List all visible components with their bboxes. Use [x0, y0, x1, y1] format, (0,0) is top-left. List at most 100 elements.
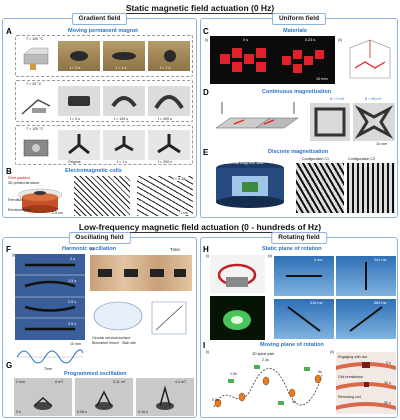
a-row1-setup-image [18, 42, 54, 74]
top-banner: Static magnetic field actuation (0 Hz) [0, 2, 400, 14]
panel-f-title: Harmonic oscillation [62, 246, 117, 252]
a-row3-time1: Original [68, 160, 81, 164]
i-spiral-label: 3D spiral path [252, 352, 275, 356]
b-time: t = 0.18 [173, 177, 186, 181]
i-panel-ii: (ii) [330, 350, 334, 354]
f-xaxis: Time [44, 367, 52, 371]
panel-d-title: Continuous magnetization [262, 89, 332, 95]
f-hand-photos [90, 255, 192, 291]
panel-label-c: C [203, 27, 209, 36]
a-row1-time1: t = 0 s [70, 66, 81, 70]
a-row1-frame1 [58, 41, 100, 71]
h-frame-0 [274, 256, 334, 296]
h-time-3: 583 ms [374, 301, 387, 305]
panel-g-title: Programmed oscillation [64, 371, 127, 377]
a-row2-frame3 [148, 86, 190, 116]
oscillating-field-title: Oscillating field [68, 232, 131, 244]
panel-i-title: Moving plane of rotation [260, 342, 324, 348]
e-device-diagram [210, 158, 290, 214]
panel-label-a: A [6, 27, 12, 36]
g-frame-1 [75, 378, 133, 416]
mid-banner-text: Low-frequency magnetic field actuation (… [78, 222, 322, 233]
panel-c-title: Materials [283, 28, 307, 34]
e-cfg2: Configuration C2 [348, 157, 375, 161]
d-schematic [210, 98, 305, 142]
i-right-time-2: 50 s [384, 401, 391, 405]
i-time-1: 1.5s [230, 372, 237, 376]
c-time-0: 0 s [243, 38, 249, 42]
panel-a-title: Moving permanent magnet [68, 28, 138, 34]
i-clot-photos [336, 352, 396, 414]
b-scale: 2.5 cm [52, 211, 63, 215]
f-time-1: 1.5 s [68, 279, 77, 283]
f-panel-ii: (ii) [90, 247, 94, 251]
panel-label-g: G [6, 361, 13, 370]
h-panel-i: (i) [206, 254, 210, 258]
e-device-label: External magnetic field [225, 161, 264, 165]
a-row2-time1: t = 0 s [70, 117, 80, 121]
a-row2-frame2 [103, 86, 145, 116]
panel-a-row2 [15, 80, 193, 122]
f-frames-image [15, 254, 85, 340]
panel-a-row1 [15, 35, 193, 77]
c-schematic [345, 38, 395, 86]
c-panel-ii: (ii) [338, 38, 342, 42]
i-time-4: 5s [318, 370, 322, 374]
i-right-time-1: 30 s [384, 381, 391, 385]
f-time-3: 3.5 s [68, 322, 77, 326]
i-right-time-0: 0 s [386, 361, 391, 365]
b-electromagnet-diagram [12, 175, 70, 215]
i-time-2: 2.3s [262, 358, 269, 362]
a-row3-frame1 [58, 130, 100, 160]
e-config2-image [347, 163, 395, 213]
h-time-1: 241 ms [374, 258, 387, 262]
a-row1-time2: t = 1 s [116, 66, 127, 70]
h-time-2: 416 ms [310, 301, 323, 305]
f-label-lesion: Biomarker lesion [92, 341, 119, 345]
b-lattice-before [74, 176, 130, 216]
a-row1-time3: t = 7 s [160, 66, 171, 70]
i-spiral-path [208, 357, 328, 415]
g-time-1: 0.08 s [77, 410, 87, 414]
f-cervical-diagram [90, 294, 192, 340]
a-row3-time3: t = 200 s [158, 160, 172, 164]
a-row1-frame2 [103, 41, 145, 71]
mid-banner: Low-frequency magnetic field actuation (… [0, 221, 400, 233]
a-row2-temp: T = 30 °C [26, 82, 42, 86]
d-photo-0mT [310, 103, 350, 141]
d-scale: 10 mm [376, 142, 387, 146]
f-label-stab: Stab site [122, 341, 136, 345]
h-glow-photo [210, 296, 265, 340]
g-scale: 2 mm [16, 380, 25, 384]
i-time-3: 3s [292, 400, 296, 404]
d-b1: B = 0 mT [330, 97, 345, 101]
f-label-cervical: Circular cervical surface [92, 336, 131, 340]
panel-label-d: D [203, 88, 209, 97]
g-field-0: 8 mT [55, 380, 64, 384]
panel-label-f: F [6, 245, 11, 254]
panel-e-title: Discrete magnetization [268, 149, 329, 155]
b-lattice-after [137, 176, 193, 216]
d-photo-65mT [353, 103, 395, 141]
a-row3-frame3 [148, 130, 190, 160]
g-time-2: 0.16 s [138, 410, 148, 414]
i-panel-i: (i) [206, 350, 210, 354]
a-row2-time2: t = 120 s [114, 117, 128, 121]
a-row3-time2: t = 1 s [117, 160, 127, 164]
panel-label-e: E [203, 148, 209, 157]
b-scale2: 1 cm [180, 211, 188, 215]
f-time-0: 0 s [70, 257, 76, 261]
panel-b-title: Electromagnetic coils [65, 168, 122, 174]
e-config1-image [296, 163, 344, 213]
f-scale: 10 mm [70, 342, 81, 346]
uniform-field-title: Uniform field [271, 13, 327, 25]
h-frame-1 [336, 256, 396, 296]
i-right-label-0: Engaging with clot [338, 355, 368, 359]
a-row2-frame1 [58, 86, 100, 116]
h-panel-ii: (ii) [268, 254, 272, 258]
b-label-electromagnet: Electromagnet [8, 208, 32, 212]
a-row1-temp: T = 100 °C [26, 37, 44, 41]
h-rotation-device [210, 255, 265, 293]
g-field-2: 4.3 mT [175, 380, 187, 384]
panel-h-title: Static plane of rotation [262, 246, 322, 252]
